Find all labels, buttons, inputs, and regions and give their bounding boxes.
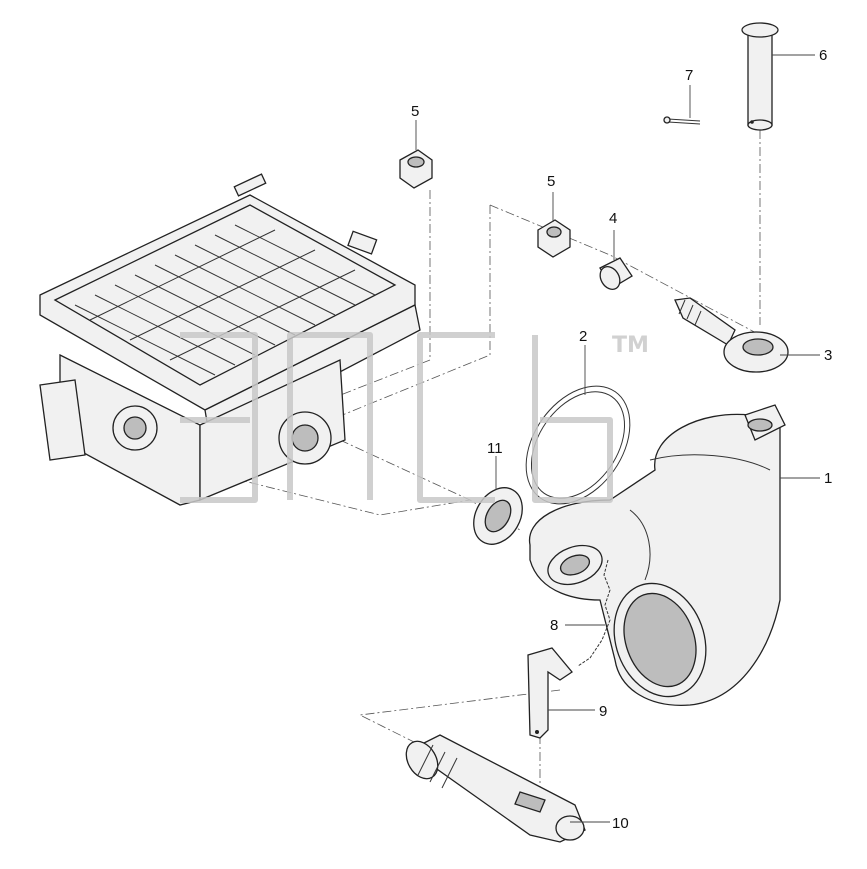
hex-nut-middle-hole	[546, 226, 562, 238]
watermark-glyph-3	[417, 332, 495, 503]
callout-7: 7	[685, 67, 693, 84]
callout-2: 2	[579, 328, 587, 345]
hopper-grate-bars	[74, 224, 376, 376]
axis-line-frame-lower	[199, 469, 471, 516]
cotter-pin-eye	[663, 116, 671, 124]
pivot-pin-grooves	[417, 744, 458, 789]
watermark-glyph-1	[180, 332, 258, 503]
elbow-contour-1	[649, 454, 771, 471]
lever-hole	[535, 730, 539, 734]
elbow-outlet-bore	[623, 592, 697, 688]
hex-nut-middle-body	[537, 219, 571, 258]
axis-line-pivot-pin	[358, 689, 561, 746]
part-pivot-pin	[405, 734, 586, 843]
part-hex-nut-upper	[399, 149, 433, 189]
callout-10: 10	[612, 815, 629, 832]
eye-bolt-thread	[674, 297, 736, 346]
axis-line-frame-upper	[329, 205, 491, 421]
lock-nut-hole	[484, 499, 512, 533]
callout-4: 4	[609, 210, 617, 227]
pivot-pin-head	[555, 815, 585, 841]
watermark-glyph-4	[532, 335, 613, 503]
callout-6: 6	[819, 47, 827, 64]
part-pin	[741, 22, 779, 131]
axis-line-eye-bolt	[489, 204, 761, 336]
hopper-grate-area	[53, 204, 397, 386]
hex-nut-upper-hole	[407, 156, 425, 168]
pin-shaft	[747, 29, 773, 126]
part-hex-nut-middle	[537, 219, 571, 258]
hopper-housing	[39, 173, 421, 506]
eye-bolt-thread-marks	[678, 299, 702, 326]
eye-bolt-ring-hole	[742, 338, 774, 356]
part-bushing	[599, 257, 633, 290]
watermark-glyph-2	[287, 332, 373, 500]
leader-lines	[415, 54, 820, 823]
callout-9: 9	[599, 703, 607, 720]
pivot-pin-slot	[514, 791, 546, 813]
callout-1: 1	[824, 470, 832, 487]
watermark-trademark: TM	[612, 333, 649, 358]
hopper-lower-body-front	[199, 359, 346, 501]
part-swing-elbow	[528, 404, 786, 706]
hopper-side-bracket	[39, 379, 86, 461]
pin-head	[741, 22, 779, 38]
lever-body	[527, 647, 573, 739]
callout-5-middle: 5	[547, 173, 555, 190]
pin-cross-hole	[750, 120, 754, 124]
pin-end	[747, 119, 773, 131]
elbow-ear-hole	[747, 418, 773, 432]
hopper-handle	[233, 173, 267, 197]
hex-nut-upper-body	[399, 149, 433, 189]
cotter-pin-leg-lower	[667, 121, 701, 125]
hopper-port-left	[123, 416, 147, 440]
hopper-port-right	[291, 424, 319, 452]
elbow-contour-2	[629, 509, 651, 581]
part-cotter-pin	[663, 116, 701, 125]
part-chain	[577, 559, 611, 667]
axis-line-nut-upper	[199, 190, 431, 451]
callout-11: 11	[487, 440, 503, 457]
hopper-latch	[347, 230, 378, 255]
part-lever	[527, 647, 573, 739]
callout-labels: 1 2 3 4 5 5 6 7 8 9 10 11	[411, 47, 832, 832]
cotter-pin-leg-upper	[667, 118, 701, 122]
pivot-pin-shaft	[408, 734, 586, 843]
callout-5-upper: 5	[411, 103, 419, 120]
part-lock-nut	[473, 487, 523, 545]
callout-3: 3	[824, 347, 832, 364]
elbow-lug-hole	[559, 554, 591, 576]
bushing-face	[599, 266, 621, 290]
part-eye-bolt	[674, 297, 789, 373]
watermark: TM	[180, 332, 649, 503]
callout-8: 8	[550, 617, 558, 634]
chain-links	[577, 559, 611, 667]
